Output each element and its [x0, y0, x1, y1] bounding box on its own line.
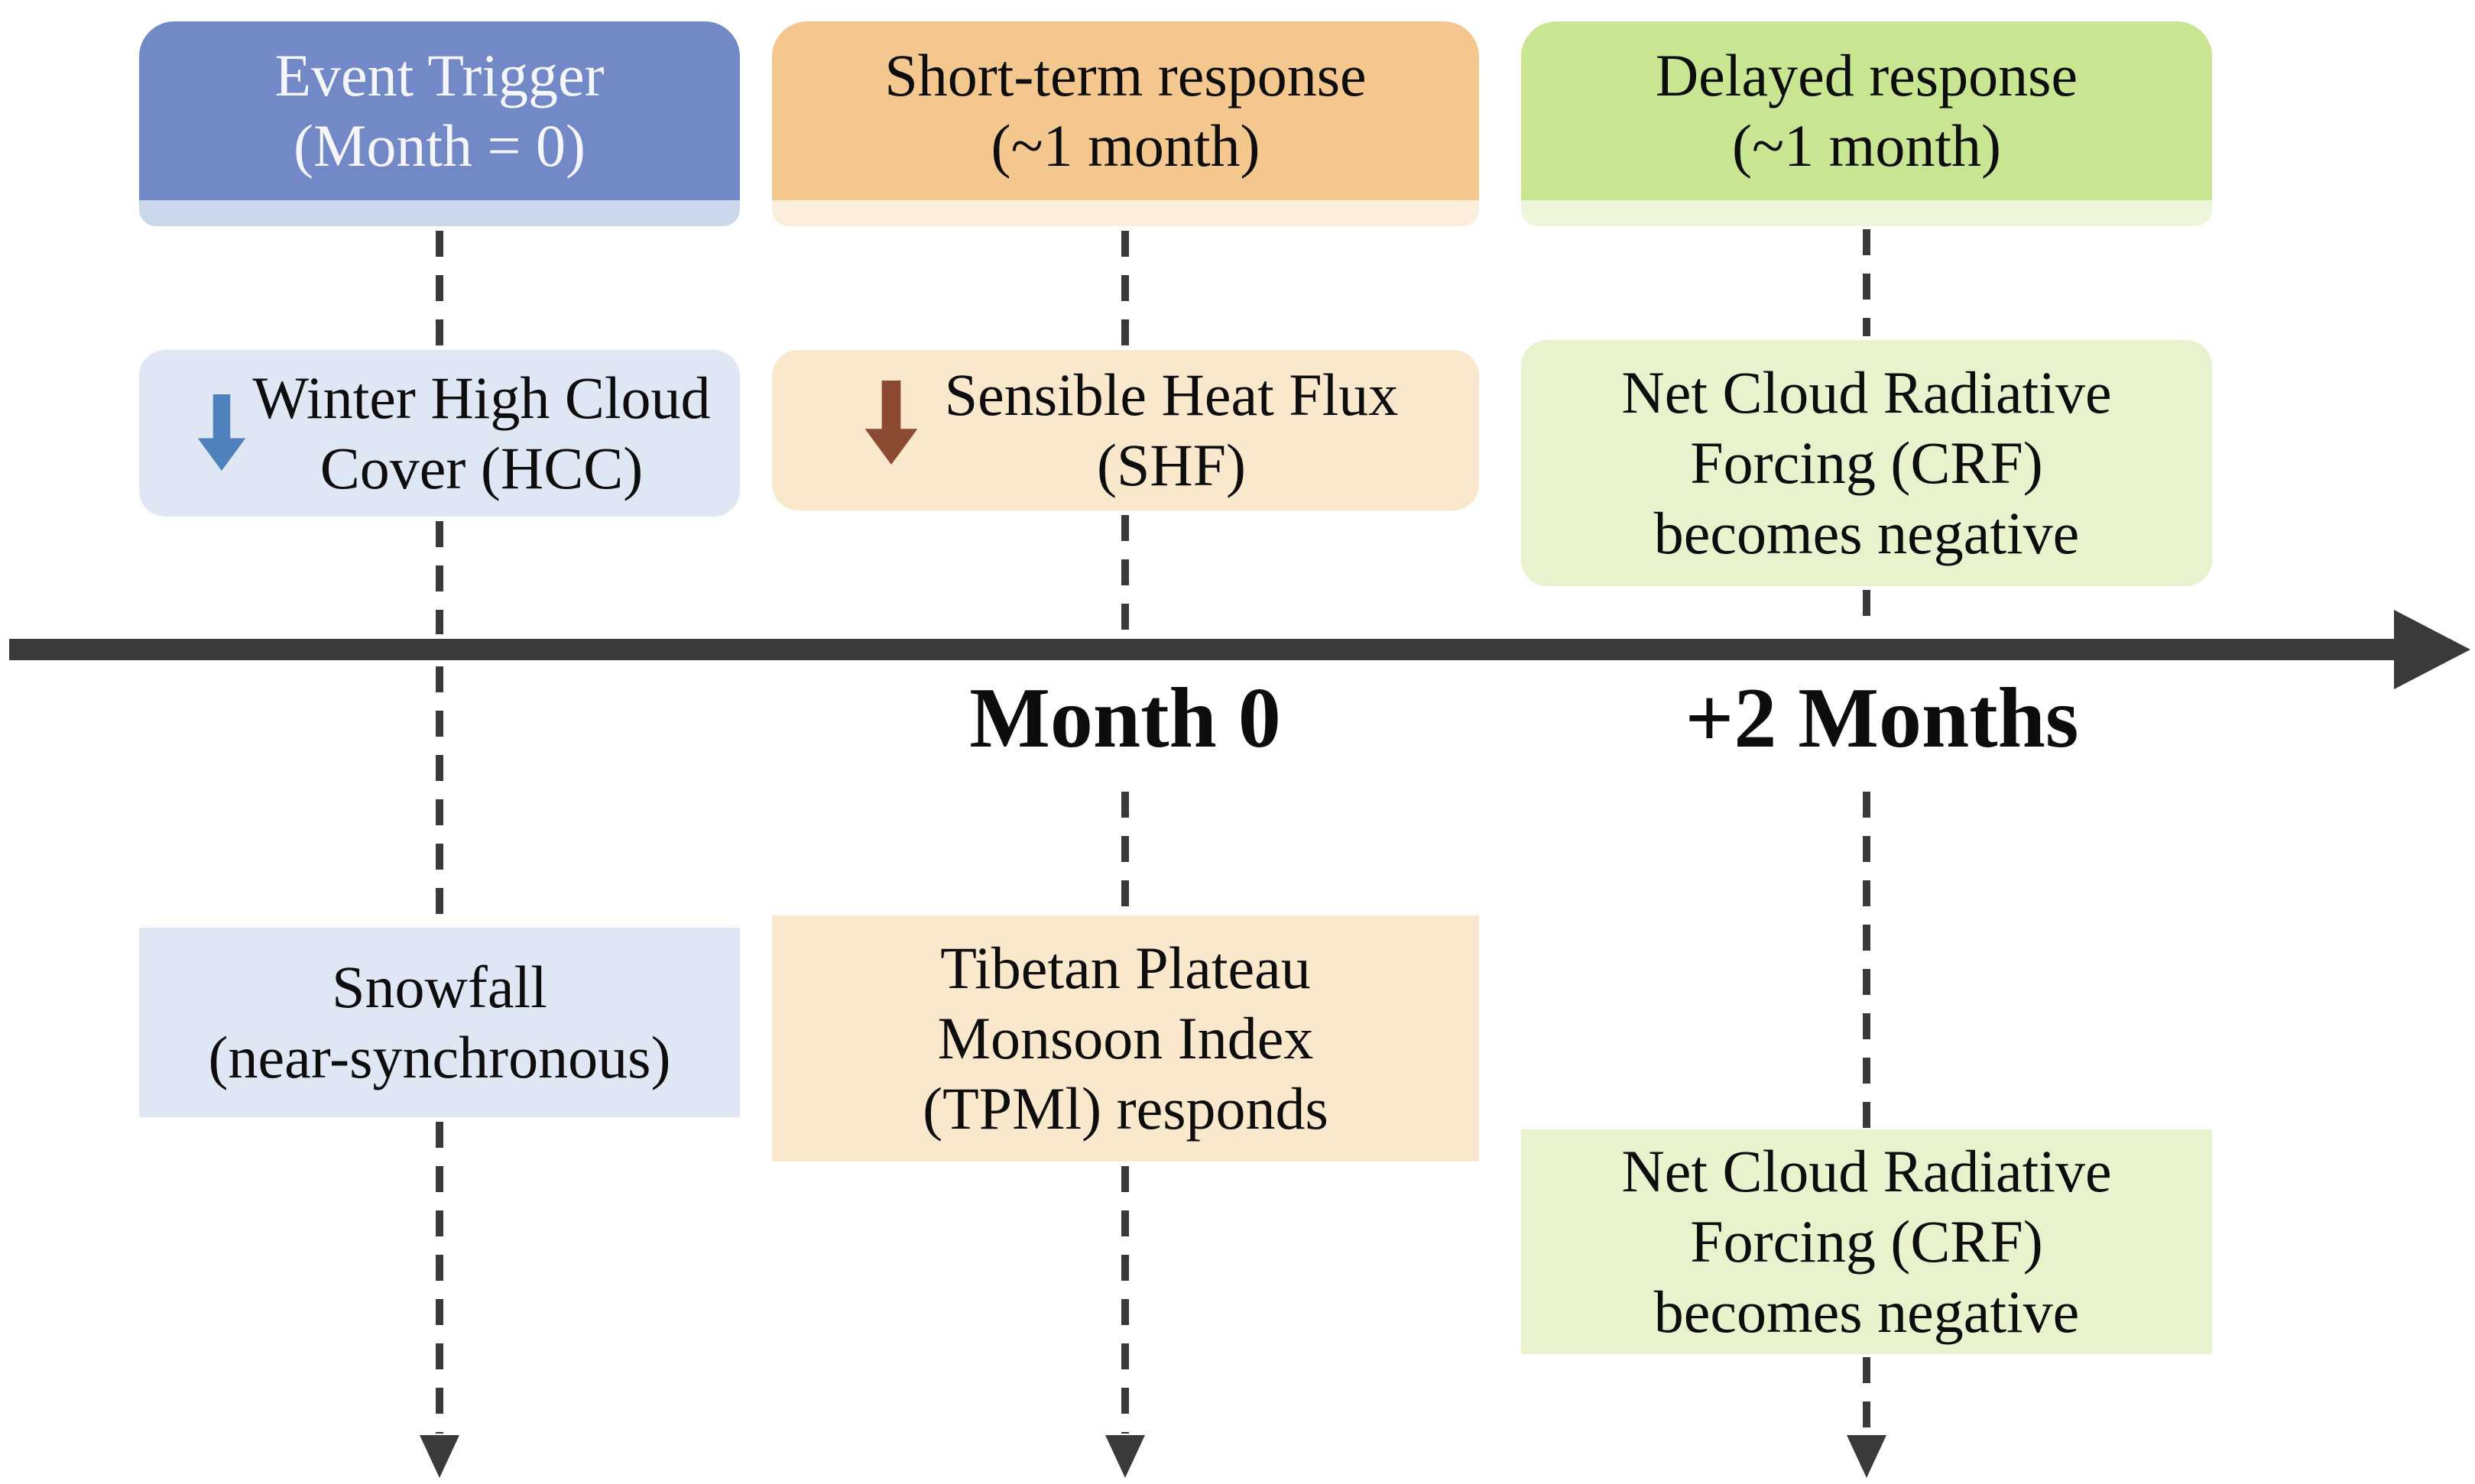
header-delayed-response: Delayed response (~1 month): [1521, 21, 2212, 226]
box-body: Sensible Heat Flux (SHF): [772, 350, 1479, 510]
dashed-connector: [1121, 515, 1129, 634]
header-short-term-response: Short-term response (~1 month): [772, 21, 1479, 226]
box-net-crf-negative-upper: Net Cloud Radiative Forcing (CRF) become…: [1521, 340, 2212, 586]
box-text: Sensible Heat Flux: [944, 361, 1399, 428]
dashed-connector: [1863, 792, 1870, 1128]
box-text: Winter High Cloud: [252, 364, 711, 431]
box-text: Net Cloud Radiative: [1621, 1137, 2112, 1204]
down-arrow-icon: [194, 394, 249, 471]
box-text: (SHF): [1096, 432, 1247, 498]
box-body: Winter High Cloud Cover (HCC): [139, 350, 740, 517]
down-arrowhead-icon: [420, 1435, 459, 1478]
box-body: Snowfall (near-synchronous): [139, 928, 740, 1117]
dashed-connector: [436, 521, 443, 634]
down-arrowhead-icon: [1105, 1435, 1145, 1478]
box-body: Net Cloud Radiative Forcing (CRF) become…: [1521, 340, 2212, 586]
dashed-connector: [1121, 231, 1129, 347]
dashed-connector: [436, 1122, 443, 1434]
header-text: Event Trigger: [274, 41, 605, 109]
box-snowfall: Snowfall (near-synchronous): [139, 928, 740, 1117]
header-text: (Month = 0): [294, 112, 586, 179]
box-text: (TPMl) responds: [923, 1075, 1328, 1142]
dashed-connector: [1121, 792, 1129, 912]
header-body: Short-term response (~1 month): [772, 21, 1479, 200]
dashed-connector: [1863, 1357, 1870, 1434]
dashed-connector: [1121, 1166, 1129, 1434]
box-text: Monsoon Index: [937, 1004, 1314, 1071]
dashed-connector: [436, 231, 443, 347]
timeline-axis: [9, 639, 2396, 660]
box-text: Tibetan Plateau: [940, 934, 1311, 1001]
timeline-label-month-0: Month 0: [969, 671, 1281, 766]
box-text: Snowfall: [332, 953, 547, 1020]
box-body: Tibetan Plateau Monsoon Index (TPMl) res…: [772, 915, 1479, 1162]
header-text: Delayed response: [1655, 41, 2078, 109]
box-tpmi-responds: Tibetan Plateau Monsoon Index (TPMl) res…: [772, 915, 1479, 1162]
header-accent-strip: [1521, 200, 2212, 226]
right-arrowhead-icon: [2394, 610, 2470, 689]
down-arrowhead-icon: [1847, 1435, 1886, 1478]
header-accent-strip: [139, 200, 740, 226]
box-text: Net Cloud Radiative: [1621, 358, 2112, 426]
header-text: Short-term response: [884, 41, 1367, 109]
box-text: becomes negative: [1653, 500, 2080, 567]
header-body: Event Trigger (Month = 0): [139, 21, 740, 200]
box-text: Forcing (CRF): [1690, 1207, 2043, 1275]
box-winter-high-cloud-cover: Winter High Cloud Cover (HCC): [139, 350, 740, 517]
header-body: Delayed response (~1 month): [1521, 21, 2212, 200]
down-arrow-icon: [864, 381, 919, 465]
box-body: Net Cloud Radiative Forcing (CRF) become…: [1521, 1129, 2212, 1354]
timeline-label-plus-2-months: +2 Months: [1685, 671, 2079, 766]
box-sensible-heat-flux: Sensible Heat Flux (SHF): [772, 350, 1479, 510]
header-text: (~1 month): [991, 112, 1260, 179]
box-net-crf-negative-lower: Net Cloud Radiative Forcing (CRF) become…: [1521, 1129, 2212, 1354]
dashed-connector: [1863, 590, 1870, 634]
dashed-connector: [436, 666, 443, 925]
box-text: Forcing (CRF): [1690, 429, 2043, 496]
header-event-trigger: Event Trigger (Month = 0): [139, 21, 740, 226]
header-text: (~1 month): [1732, 112, 2001, 179]
header-accent-strip: [772, 200, 1479, 226]
dashed-connector: [1863, 229, 1870, 336]
box-text: Cover (HCC): [320, 435, 644, 501]
box-text: (near-synchronous): [208, 1024, 671, 1090]
box-text: becomes negative: [1653, 1278, 2080, 1346]
